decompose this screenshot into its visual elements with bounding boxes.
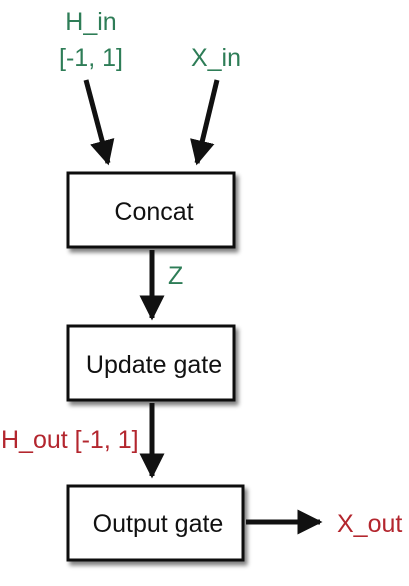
- z-label: Z: [168, 262, 183, 290]
- output-gate-node: Output gate: [66, 484, 245, 562]
- x-out-label: X_out: [337, 510, 402, 538]
- concat-label: Concat: [114, 198, 193, 226]
- x-in-label: X_in: [191, 44, 241, 72]
- h-in-arrow: [83, 79, 115, 166]
- h-in-range-label: [-1, 1]: [59, 44, 123, 72]
- output-gate-label: Output gate: [93, 510, 224, 538]
- h-in-label: H_in: [65, 8, 116, 36]
- update-gate-node: Update gate: [66, 324, 236, 402]
- h-out-label: H_out [-1, 1]: [1, 426, 139, 454]
- x-in-arrow: [190, 79, 220, 166]
- update-gate-label: Update gate: [86, 351, 222, 379]
- concat-node: Concat: [66, 171, 236, 249]
